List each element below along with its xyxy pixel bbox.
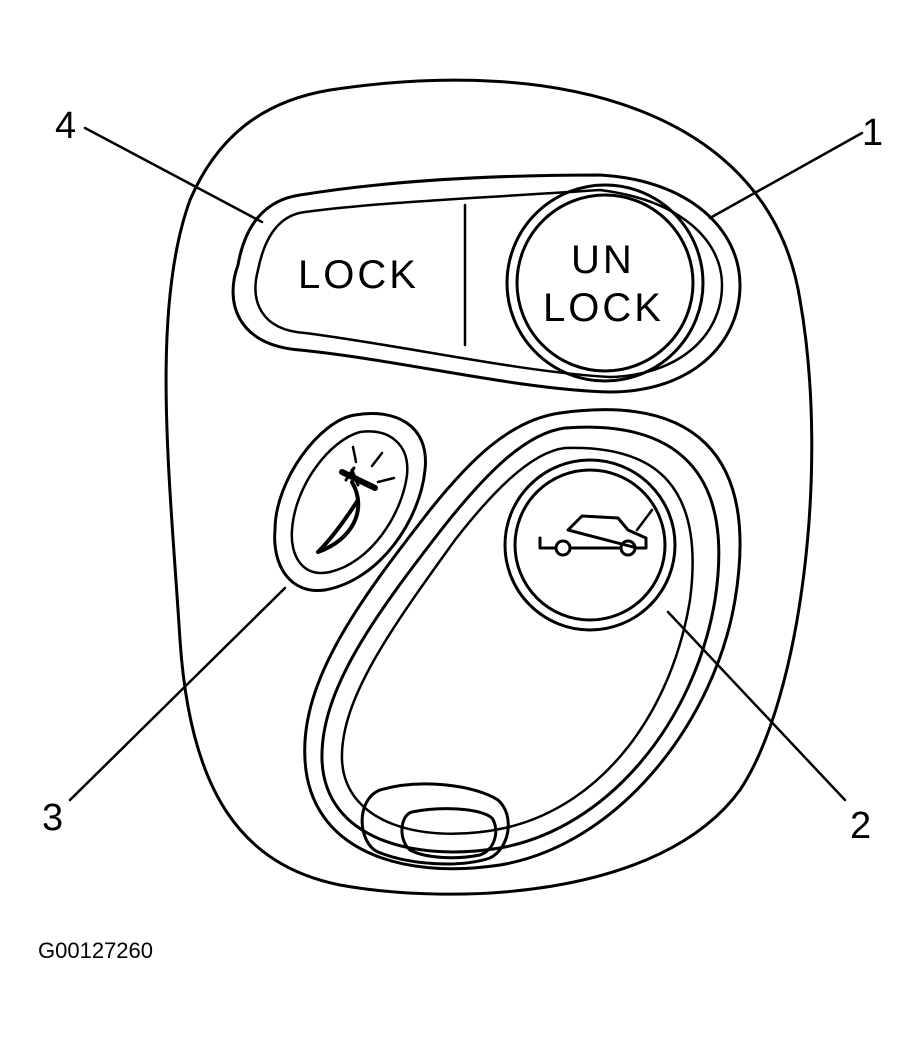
callout-2: 2 (850, 805, 871, 847)
callout-4-leader (83, 126, 264, 224)
figure-id: G00127260 (38, 938, 153, 963)
horn-icon (316, 445, 396, 554)
callout-1: 1 (862, 112, 883, 154)
unlock-button[interactable] (505, 183, 705, 383)
callout-1-leader (708, 131, 864, 220)
trunk-button-track (303, 408, 742, 871)
callout-4: 4 (55, 105, 76, 147)
car-trunk-icon (538, 508, 654, 557)
trunk-button[interactable] (503, 458, 677, 632)
unlock-label-line2: LOCK (543, 286, 664, 330)
callout-3: 3 (42, 797, 63, 839)
callout-3-leader (68, 586, 287, 802)
lock-unlock-pill-outer (231, 173, 742, 394)
lock-label: LOCK (298, 253, 419, 297)
unlock-label-line1: UN (571, 238, 635, 282)
callout-2-leader (666, 610, 847, 802)
key-ring-slot (360, 782, 510, 866)
fob-body (164, 78, 814, 896)
panic-button[interactable] (273, 412, 427, 593)
